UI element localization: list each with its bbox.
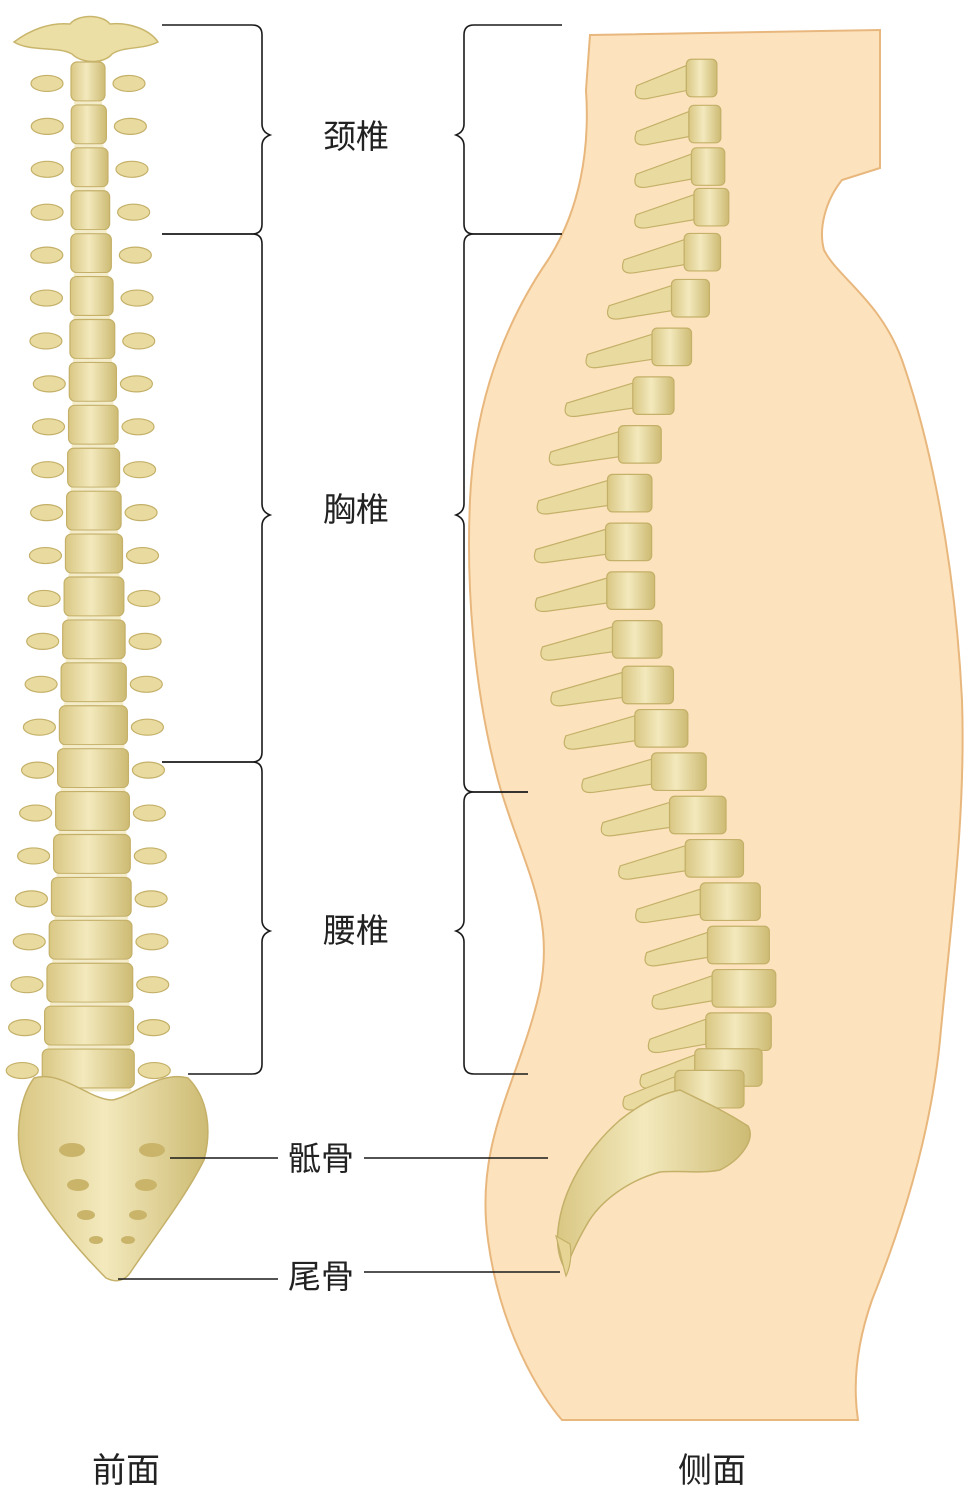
vertebra-front — [13, 920, 168, 961]
left-braces — [162, 25, 270, 1074]
brace-lumbar-left — [162, 762, 270, 1074]
front-spine — [6, 17, 208, 1281]
atlas-vertebra — [14, 17, 158, 62]
vertebra-front — [31, 105, 146, 146]
caption-front-view: 前面 — [92, 1451, 160, 1491]
brace-cervical-left — [162, 25, 270, 234]
vertebra-front — [33, 362, 152, 403]
vertebra-front — [23, 706, 163, 747]
sacrum-front — [19, 1077, 208, 1281]
vertebra-front — [15, 877, 167, 918]
label-cervical: 颈椎 — [323, 117, 389, 156]
vertebra-front — [29, 534, 158, 575]
label-thoracic: 胸椎 — [323, 490, 389, 529]
vertebra-front — [30, 277, 153, 318]
label-sacrum: 骶骨 — [288, 1139, 354, 1178]
vertebra-front — [31, 191, 150, 232]
vertebra-front — [18, 835, 167, 876]
label-lumbar: 腰椎 — [323, 911, 389, 950]
vertebra-front — [9, 1006, 170, 1047]
vertebra-front — [31, 148, 148, 189]
vertebra-front — [31, 491, 157, 532]
label-coccyx: 尾骨 — [288, 1257, 354, 1296]
vertebra-front — [25, 663, 162, 704]
brace-cervical-right — [456, 25, 562, 234]
vertebra-front — [32, 448, 156, 489]
vertebra-front — [20, 792, 166, 833]
caption-side-view: 侧面 — [678, 1451, 746, 1491]
vertebra-front — [31, 62, 145, 103]
vertebra-front — [30, 320, 155, 361]
vertebra-front — [11, 963, 169, 1004]
vertebra-front — [27, 620, 161, 661]
vertebra-front — [31, 234, 152, 275]
vertebra-front — [22, 749, 165, 790]
brace-thoracic-left — [162, 234, 270, 762]
vertebra-front — [28, 577, 160, 618]
vertebra-front — [33, 405, 154, 446]
